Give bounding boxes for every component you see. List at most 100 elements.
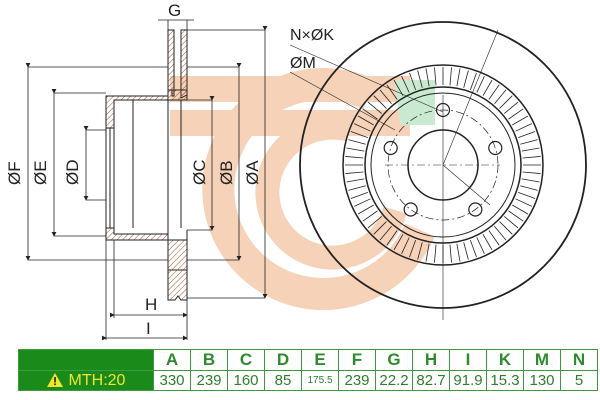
cooling-vane (362, 108, 378, 120)
cooling-vane (482, 234, 493, 251)
label-b: ØB (217, 160, 236, 185)
cooling-vane (417, 242, 423, 260)
col-header: E (301, 349, 339, 371)
cooling-vane (463, 242, 469, 260)
cooling-vane (367, 216, 382, 229)
cooling-vane (469, 240, 477, 258)
cooling-vane (362, 210, 378, 222)
bolt-hole (383, 140, 398, 156)
cooling-vane (456, 243, 461, 262)
cooling-vane (409, 240, 417, 258)
cooling-vane (520, 185, 538, 191)
col-header: G (375, 349, 413, 371)
col-header: K (486, 349, 524, 371)
label-d: ØD (63, 160, 82, 186)
cooling-vane (521, 147, 540, 152)
label-c: ØC (190, 160, 209, 186)
cooling-vane (469, 72, 477, 90)
bolt-hole (488, 140, 503, 156)
cooling-vane (354, 198, 371, 207)
section-view (105, 29, 188, 301)
col-header: N (560, 349, 598, 371)
cooling-vane (357, 204, 374, 215)
cooling-vane (373, 95, 387, 109)
cooling-vane (494, 226, 507, 241)
cooling-vane (417, 70, 423, 88)
bolt-hole (468, 202, 483, 217)
cooling-vane (425, 68, 430, 87)
cooling-vane (512, 115, 529, 126)
value-cell: 239 (338, 370, 376, 391)
warning-label: MTH:20 (68, 371, 126, 389)
value-cell: 82.7 (412, 370, 450, 391)
spec-table: A B C D E F G H I K M N MTH:20 330 239 1… (18, 349, 598, 391)
cooling-vane (520, 139, 538, 145)
label-g: G (168, 1, 181, 20)
cooling-vane (393, 234, 404, 251)
value-cell: 239 (190, 370, 228, 391)
label-n-k: N×ØK (290, 27, 334, 44)
cooling-vane (434, 67, 437, 86)
value-cell: 330 (153, 370, 191, 391)
warning-cell: MTH:20 (18, 370, 154, 391)
value-cell: 160 (227, 370, 265, 391)
cooling-vane (476, 76, 485, 93)
cooling-vane (393, 79, 404, 96)
cooling-vane (449, 244, 452, 263)
cooling-vane (346, 147, 365, 152)
col-header: F (338, 349, 376, 371)
bolt-hole (403, 202, 418, 217)
brand-cell (18, 349, 154, 371)
cooling-vane (522, 171, 541, 174)
front-view (289, 21, 587, 320)
cooling-vane (348, 139, 366, 145)
cooling-vane (488, 84, 500, 100)
value-cell: 5 (560, 370, 598, 391)
col-header: I (449, 349, 487, 371)
cooling-vane (504, 216, 519, 229)
cooling-vane (456, 68, 461, 87)
cooling-vane (379, 226, 392, 241)
watermark-logo (170, 68, 435, 310)
brake-disc-drawing: G ØF ØE ØD ØC ØB ØA H I N×ØK ØM (5, 1, 587, 341)
col-header: A (153, 349, 191, 371)
cooling-vane (373, 221, 387, 235)
label-e: ØE (31, 160, 50, 185)
cooling-vane (499, 221, 513, 235)
cooling-vane (354, 123, 371, 132)
value-cell: 130 (523, 370, 561, 391)
cooling-vane (476, 237, 485, 254)
cooling-vane (409, 72, 417, 90)
cooling-vane (482, 79, 493, 96)
cooling-vane (521, 178, 540, 183)
value-cell: 22.2 (375, 370, 413, 391)
label-a: ØA (243, 160, 262, 185)
cooling-vane (401, 76, 410, 93)
col-header: H (412, 349, 450, 371)
cooling-vane (350, 131, 368, 139)
value-cell: 91.9 (449, 370, 487, 391)
value-row: MTH:20 330 239 160 85 175.5 239 22.2 82.… (18, 370, 598, 391)
label-h: H (145, 295, 157, 314)
cooling-vane (494, 89, 507, 104)
col-header: M (523, 349, 561, 371)
cooling-vane (348, 185, 366, 191)
col-header: B (190, 349, 228, 371)
cooling-vane (386, 84, 398, 100)
cooling-vane (346, 178, 365, 183)
cooling-vane (345, 171, 364, 174)
cooling-vane (345, 156, 364, 159)
cooling-vane (515, 123, 532, 132)
cooling-vane (504, 101, 519, 114)
cooling-vane (401, 237, 410, 254)
cooling-vane (379, 89, 392, 104)
cooling-vane (367, 101, 382, 114)
header-row: A B C D E F G H I K M N (18, 349, 598, 371)
col-header: D (264, 349, 302, 371)
value-cell: 85 (264, 370, 302, 391)
cooling-vane (357, 115, 374, 126)
dimension-lines (25, 19, 268, 341)
label-f: ØF (5, 161, 24, 185)
cooling-vane (425, 243, 430, 262)
cooling-vane (449, 67, 452, 86)
